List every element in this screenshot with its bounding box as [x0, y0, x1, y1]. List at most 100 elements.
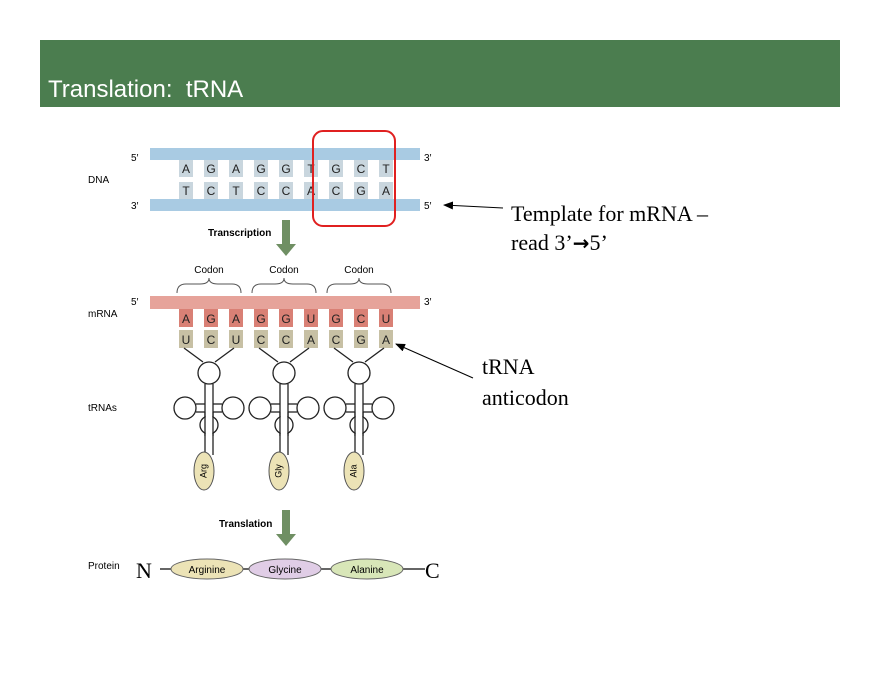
amino-acid-ellipse [268, 451, 290, 491]
dna-bottom-base-box [229, 182, 243, 199]
mrna-base: A [182, 312, 190, 326]
anticodon-base: A [382, 333, 390, 347]
anticodon-base-box [279, 330, 293, 348]
transcription-arrow [276, 220, 296, 256]
dna-top-base: A [182, 162, 190, 176]
dna-bottom-strand [150, 199, 420, 211]
dna-top-base: G [331, 162, 340, 176]
protein-label: Protein [88, 561, 120, 572]
mrna-label: mRNA [88, 309, 118, 320]
dna-top-base-box [379, 160, 393, 177]
trna-amino-acid-label: Gly [273, 464, 283, 478]
trna-molecule: Gly [248, 347, 320, 491]
dna-label: DNA [88, 175, 109, 186]
mrna-base-box [229, 309, 243, 327]
protein-residue [248, 558, 322, 580]
template-pointer-arrow [443, 201, 504, 210]
trna-amino-acid-label: Ala [348, 464, 358, 477]
anticodon-base: C [282, 333, 291, 347]
right-arrow-glyph: → [573, 231, 590, 255]
translation-arrow [276, 510, 296, 546]
dna-bottom-base-box [204, 182, 218, 199]
anticodon-base: C [332, 333, 341, 347]
dna-top-base: A [232, 162, 240, 176]
mrna-base-box [379, 309, 393, 327]
anticodon-base: U [182, 333, 191, 347]
c-terminus-label: C [425, 558, 440, 583]
dna-top-base-box [279, 160, 293, 177]
dna-top-base: G [256, 162, 265, 176]
trnas-label: tRNAs [88, 403, 117, 414]
dna-bottom-base-box [279, 182, 293, 199]
mrna-left-end: 5′ [131, 297, 139, 308]
dna-top-base-box [354, 160, 368, 177]
dna-top-base-box [204, 160, 218, 177]
slide-title: Translation: tRNA [48, 76, 244, 103]
dna-top-base: C [357, 162, 366, 176]
title-bar: Translation: tRNA [40, 40, 840, 107]
dna-bottom-base: C [282, 184, 291, 198]
anticodon-base: C [257, 333, 266, 347]
trna-molecule: Ala [323, 347, 395, 491]
mrna-base-box [304, 309, 318, 327]
mrna-base-box [179, 309, 193, 327]
mrna-base: U [382, 312, 391, 326]
anticodon-base: G [356, 333, 365, 347]
mrna-base-box [204, 309, 218, 327]
dna-top-left-end: 5′ [131, 153, 139, 164]
dna-bottom-base: C [257, 184, 266, 198]
anticodon-base-box [229, 330, 243, 348]
dna-bottom-base-box [379, 182, 393, 199]
anticodon-base-box [379, 330, 393, 348]
dna-bottom-base-box [329, 182, 343, 199]
dna-bottom-left-end: 3′ [131, 201, 139, 212]
highlight-box [312, 130, 396, 227]
dna-top-base-box [179, 160, 193, 177]
codon-braces [176, 277, 392, 294]
dna-bottom-base-box [254, 182, 268, 199]
protein-residue [170, 558, 244, 580]
template-annotation-line1: Template for mRNA – [511, 201, 709, 226]
dna-bottom-base: A [307, 184, 315, 198]
dna-top-right-end: 3′ [424, 153, 432, 164]
dna-bottom-base-box [179, 182, 193, 199]
mrna-base: G [331, 312, 340, 326]
anticodon-pointer-arrow [395, 343, 474, 379]
dna-bottom-base: G [356, 184, 365, 198]
mrna-base-box [329, 309, 343, 327]
dna-top-strand [150, 148, 420, 160]
mrna-base-box [354, 309, 368, 327]
anticodon-base-box [254, 330, 268, 348]
anticodon-base-box [354, 330, 368, 348]
dna-bottom-base: A [382, 184, 390, 198]
dna-top-base: T [382, 162, 390, 176]
trna-annotation-line2: anticodon [482, 385, 569, 410]
mrna-base: U [307, 312, 316, 326]
amino-acid-ellipse [343, 451, 365, 491]
anticodon-base: U [232, 333, 241, 347]
trna-molecule: Arg [173, 347, 245, 491]
dna-bottom-base: C [207, 184, 216, 198]
anticodon-base-box [304, 330, 318, 348]
dna-top-base-box [329, 160, 343, 177]
dna-bottom-base-box [304, 182, 318, 199]
anticodon-base: A [307, 333, 315, 347]
trna-annotation-line1: tRNA [482, 354, 535, 379]
dna-top-base-box [229, 160, 243, 177]
dna-bottom-base: T [232, 184, 240, 198]
mrna-base-box [279, 309, 293, 327]
template-annotation-line2: read 3’→5’ [511, 230, 608, 255]
anticodon-base-box [179, 330, 193, 348]
codon-label-2: Codon [269, 265, 298, 276]
dna-top-base-box [254, 160, 268, 177]
dna-bottom-right-end: 5′ [424, 201, 432, 212]
protein-residue-label: Glycine [268, 565, 302, 576]
dna-bottom-base-box [354, 182, 368, 199]
